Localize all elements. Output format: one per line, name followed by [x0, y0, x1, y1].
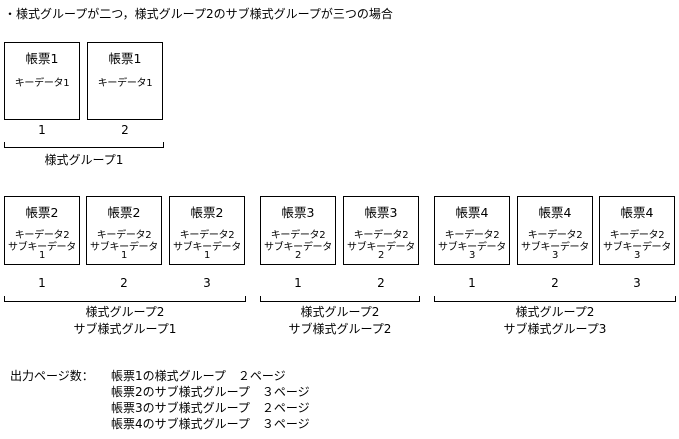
group-bracket	[4, 296, 246, 302]
group-bracket	[4, 142, 164, 148]
form-name: 帳票2	[107, 205, 141, 220]
form-name: 帳票4	[620, 205, 654, 220]
summary-line: 帳票2のサブ様式グループ ３ページ	[111, 385, 310, 399]
form-box: 帳票4 キーデータ2 サブキーデータ 3	[599, 196, 675, 265]
sub-key-number: 2	[294, 250, 302, 261]
sub-key-number: 2	[377, 250, 385, 261]
sub-key-data: サブキーデータ	[8, 242, 76, 253]
sub-key-data: サブキーデータ	[603, 242, 671, 253]
page-number: 1	[294, 276, 302, 290]
page-number: 2	[551, 276, 559, 290]
form-box: 帳票2 キーデータ2 サブキーデータ 1	[169, 196, 245, 265]
form-box: 帳票3 キーデータ2 サブキーデータ 2	[260, 196, 336, 265]
key-data: キーデータ2	[270, 230, 326, 241]
sub-key-data: サブキーデータ	[264, 242, 332, 253]
group-label-line1: 様式グループ2	[515, 305, 595, 319]
sub-key-number: 1	[203, 250, 211, 261]
sub-key-data: サブキーデータ	[438, 242, 506, 253]
summary-line: 帳票4のサブ様式グループ ３ページ	[111, 417, 310, 431]
group-label-line2: サブ様式グループ2	[288, 322, 392, 336]
page-number: 3	[203, 276, 211, 290]
group-label-line2: サブ様式グループ1	[73, 322, 177, 336]
sub-key-data: サブキーデータ	[347, 242, 415, 253]
page-number: 2	[120, 276, 128, 290]
key-data: キーデータ2	[444, 230, 500, 241]
key-data: キーデータ1	[97, 78, 153, 89]
summary-lead: 出力ページ数：	[10, 369, 94, 383]
page-number: 1	[38, 123, 46, 137]
group-label: 様式グループ2 サブ様式グループ2	[260, 304, 420, 338]
form-name: 帳票3	[364, 205, 398, 220]
form-box: 帳票4 キーデータ2 サブキーデータ 3	[517, 196, 593, 265]
group-label-line1: 様式グループ2	[300, 305, 380, 319]
form-name: 帳票1	[25, 51, 59, 66]
form-name: 帳票2	[25, 205, 59, 220]
page-number: 1	[468, 276, 476, 290]
sub-key-data: サブキーデータ	[521, 242, 589, 253]
summary-line: 帳票3のサブ様式グループ ２ページ	[111, 401, 310, 415]
group-bracket	[260, 296, 420, 302]
key-data: キーデータ2	[14, 230, 70, 241]
form-box: 帳票1 キーデータ1	[4, 42, 80, 120]
group-label: 様式グループ1	[44, 153, 124, 167]
page-count-summary: 出力ページ数： 帳票1の様式グループ ２ページ 帳票2のサブ様式グループ ３ページ…	[10, 368, 310, 432]
page-number: 3	[633, 276, 641, 290]
key-data: キーデータ1	[14, 78, 70, 89]
sub-key-number: 1	[38, 250, 46, 261]
form-name: 帳票4	[455, 205, 489, 220]
key-data: キーデータ2	[179, 230, 235, 241]
page-number: 1	[38, 276, 46, 290]
sub-key-data: サブキーデータ	[90, 242, 158, 253]
form-box: 帳票3 キーデータ2 サブキーデータ 2	[343, 196, 419, 265]
group-label: 様式グループ2 サブ様式グループ3	[434, 304, 676, 338]
sub-key-number: 3	[468, 250, 476, 261]
form-name: 帳票4	[538, 205, 572, 220]
form-name: 帳票3	[281, 205, 315, 220]
group-label-line2: サブ様式グループ3	[503, 322, 607, 336]
form-name: 帳票1	[108, 51, 142, 66]
key-data: キーデータ2	[353, 230, 409, 241]
sub-key-number: 3	[551, 250, 559, 261]
page-title: ・様式グループが二つ，様式グループ2のサブ様式グループが三つの場合	[4, 7, 393, 21]
form-box: 帳票2 キーデータ2 サブキーデータ 1	[4, 196, 80, 265]
form-box: 帳票2 キーデータ2 サブキーデータ 1	[86, 196, 162, 265]
sub-key-number: 1	[120, 250, 128, 261]
key-data: キーデータ2	[527, 230, 583, 241]
key-data: キーデータ2	[96, 230, 152, 241]
sub-key-number: 3	[633, 250, 641, 261]
summary-line: 帳票1の様式グループ ２ページ	[111, 369, 286, 383]
form-box: 帳票1 キーデータ1	[87, 42, 163, 120]
page-number: 2	[377, 276, 385, 290]
group-label-line1: 様式グループ2	[85, 305, 165, 319]
key-data: キーデータ2	[609, 230, 665, 241]
form-name: 帳票2	[190, 205, 224, 220]
page-number: 2	[121, 123, 129, 137]
sub-key-data: サブキーデータ	[173, 242, 241, 253]
group-label: 様式グループ2 サブ様式グループ1	[4, 304, 246, 338]
group-bracket	[434, 296, 676, 302]
form-box: 帳票4 キーデータ2 サブキーデータ 3	[434, 196, 510, 265]
